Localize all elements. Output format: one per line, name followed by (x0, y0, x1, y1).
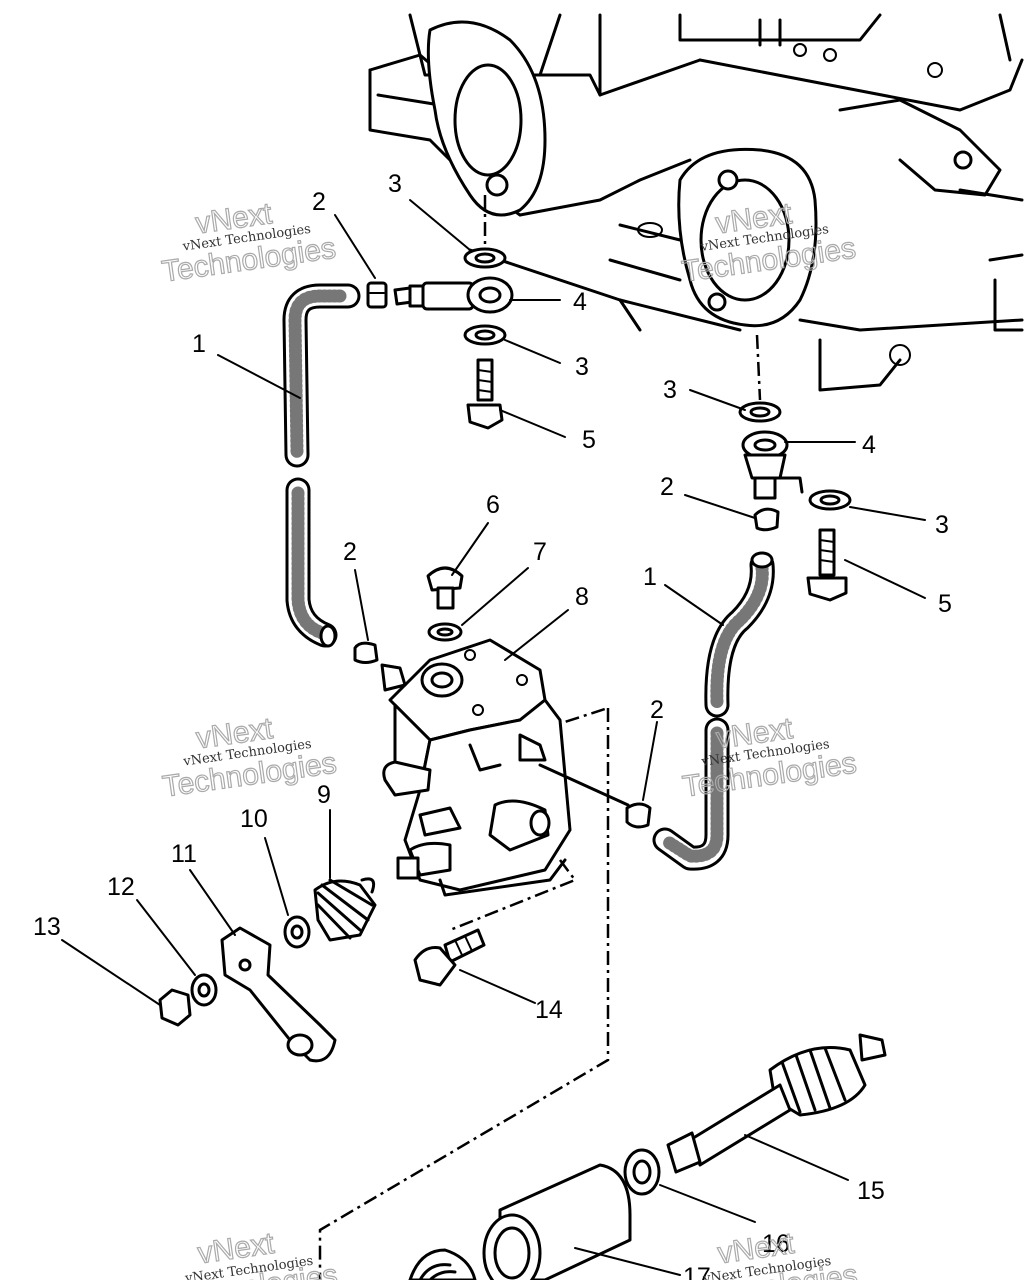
banjo-assembly-upper (393, 247, 514, 430)
callout-1-left: 1 (192, 330, 206, 358)
callout-2-right-upper: 2 (660, 473, 674, 501)
callout-2-right-lower: 2 (650, 696, 664, 724)
watermark-bottom-left: vNext Technologies vNext Technologies (161, 1226, 340, 1280)
callout-8: 8 (575, 583, 589, 611)
callout-4-upper: 4 (573, 288, 587, 316)
oil-hose-left (282, 283, 361, 648)
banjo-assembly-right (738, 401, 852, 602)
engine-block (368, 13, 1024, 392)
callout-10: 10 (240, 805, 268, 833)
pump-linkage (158, 877, 377, 1063)
watermark-mid-left: vNext Technologies vNext Technologies (160, 711, 339, 804)
watermark-top-left: vNext Technologies vNext Technologies (159, 196, 338, 289)
oil-pump-body (380, 566, 572, 897)
callout-2-middle: 2 (343, 538, 357, 566)
outlet-nipple (538, 763, 630, 807)
callout-3-top: 3 (388, 170, 402, 198)
hose-clamps (353, 281, 780, 829)
watermark-mid-right: vNext Technologies vNext Technologies (680, 711, 859, 804)
oil-hose-right (652, 551, 775, 871)
callout-2-top: 2 (312, 188, 326, 216)
callout-16: 16 (762, 1230, 790, 1258)
callout-3-upper-bottom: 3 (575, 353, 589, 381)
callout-4-right: 4 (862, 431, 876, 459)
callout-9: 9 (317, 781, 331, 809)
drive-shaft-group (408, 1033, 887, 1280)
watermark-bottom-right: vNext Technologies vNext Technologies (681, 1226, 860, 1280)
callout-12: 12 (107, 873, 135, 901)
mount-bolt (413, 928, 486, 987)
callout-3-right-bottom: 3 (935, 511, 949, 539)
callout-17: 17 (683, 1263, 711, 1280)
callout-5-upper: 5 (582, 426, 596, 454)
leader-lines (61, 199, 926, 1276)
callout-11: 11 (171, 840, 197, 868)
callout-13: 13 (33, 913, 61, 941)
callout-14: 14 (535, 996, 563, 1024)
callout-15: 15 (857, 1177, 885, 1205)
callout-5-right: 5 (938, 590, 952, 618)
callouts: 1 1 2 2 2 2 3 3 3 3 4 4 5 5 6 7 8 9 10 1… (33, 170, 952, 1280)
callout-3-right-top: 3 (663, 376, 677, 404)
callout-7: 7 (533, 538, 547, 566)
callout-6: 6 (486, 491, 500, 519)
callout-1-right: 1 (643, 563, 657, 591)
